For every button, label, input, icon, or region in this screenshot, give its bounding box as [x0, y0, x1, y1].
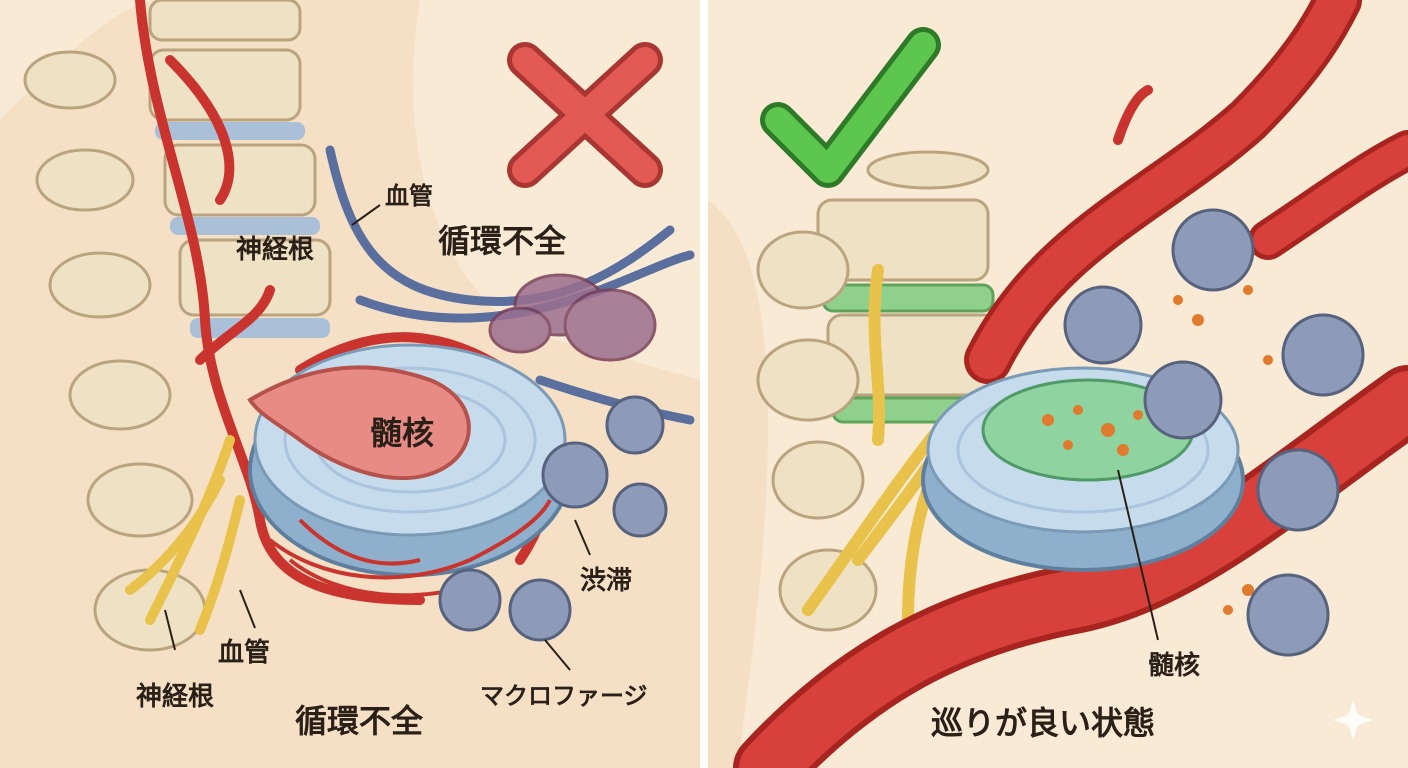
label-vessel-bottom: 血管 — [218, 638, 271, 668]
sparkle-icon — [1333, 700, 1373, 740]
label-circulation-failure-top: 循環不全 — [438, 222, 567, 260]
label-macrophage: マクロファージ — [480, 682, 648, 710]
label-nucleus-right: 髄核 — [1148, 651, 1201, 681]
caption-good-circulation: 巡りが良い状態 — [931, 704, 1156, 742]
check-icon — [760, 27, 941, 188]
leader-line-nucleus — [1117, 469, 1159, 641]
label-nucleus-left: 髄核 — [370, 414, 435, 452]
cross-icon — [507, 42, 663, 188]
panel-divider — [700, 0, 708, 768]
label-nerve-root-top: 神経根 — [236, 235, 315, 265]
nucleus-herniated — [247, 365, 471, 480]
label-nerve-root-bottom: 神経根 — [136, 682, 215, 712]
right-panel-good-circulation: 髄核 巡りが良い状態 — [708, 0, 1408, 768]
left-illustration — [0, 0, 700, 768]
vessel-tangle — [488, 273, 657, 362]
leader-lines — [164, 204, 591, 671]
left-panel-poor-circulation: 血管 循環不全 神経根 髄核 渋滞 血管 神経根 循環不全 マクロファージ — [0, 0, 700, 768]
macrophages — [1063, 208, 1365, 657]
debris-particles — [1042, 285, 1273, 615]
label-circulation-failure-bottom: 循環不全 — [295, 702, 424, 740]
body-silhouette — [708, 200, 768, 768]
vertebral-processes — [23, 50, 207, 652]
label-stagnation: 渋滞 — [580, 566, 633, 596]
right-illustration — [708, 0, 1408, 768]
macrophages — [438, 395, 668, 642]
label-vessel-top: 血管 — [385, 182, 433, 210]
nerve-root — [125, 435, 245, 635]
